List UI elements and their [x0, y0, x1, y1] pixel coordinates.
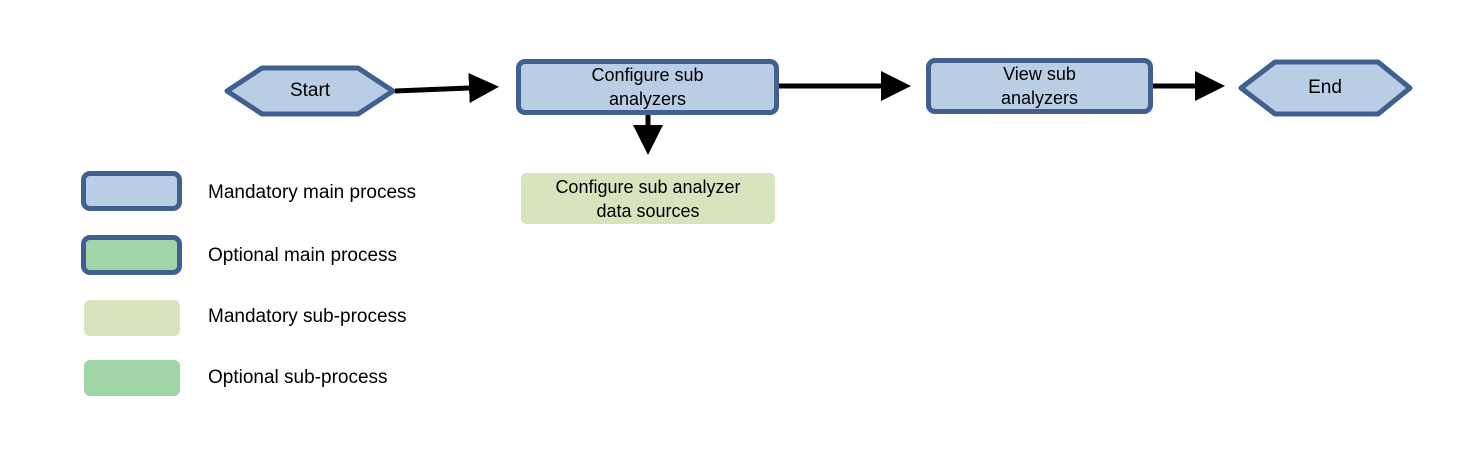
legend-swatch-optional-main [81, 235, 182, 275]
end-terminator [1238, 59, 1413, 117]
configure-sub-analyzer-data-sources-label: Configure sub analyzer data sources [555, 176, 741, 221]
end-label: End [1308, 77, 1342, 98]
configure-sub-analyzers-process: Configure sub analyzers [516, 59, 779, 115]
legend-label-optional-sub: Optional sub-process [208, 367, 388, 388]
start-label: Start [289, 80, 331, 101]
configure-sub-analyzers-label: Configure sub analyzers [591, 65, 704, 109]
legend-label-mandatory-sub: Mandatory sub-process [208, 306, 407, 327]
legend-swatch-mandatory-main [81, 171, 182, 211]
view-sub-analyzers-label: View sub analyzers [1000, 64, 1079, 108]
view-sub-analyzers-process: View sub analyzers [926, 58, 1153, 114]
legend-swatch-optional-sub [84, 360, 180, 396]
arrow-start-to-configure [394, 73, 499, 103]
start-terminator [224, 65, 396, 117]
configure-sub-analyzer-data-sources-subprocess: Configure sub analyzer data sources [521, 173, 775, 224]
legend-swatch-mandatory-sub [84, 300, 180, 336]
legend-label-mandatory-main: Mandatory main process [208, 182, 417, 203]
legend-label-optional-main: Optional main process [208, 245, 398, 266]
